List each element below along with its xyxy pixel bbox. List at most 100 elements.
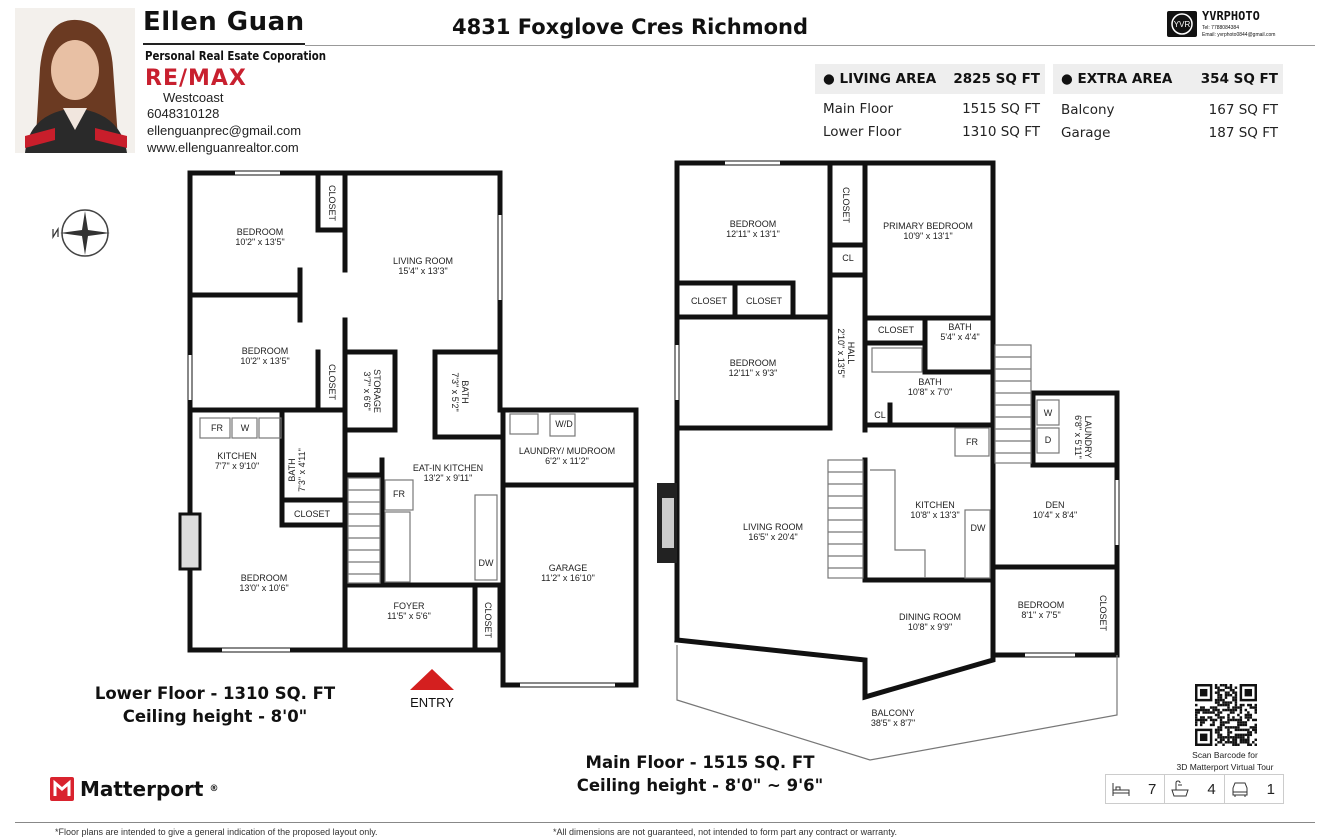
tour-caption-1: Scan Barcode for [1192,750,1258,760]
room-name: W [240,423,250,433]
room-label-cl: CL [874,410,886,420]
room-label-closet: CLOSET [327,185,337,221]
room-dimensions: 2'10" x 13'5" [836,328,846,378]
room-name: BEDROOM [241,346,289,356]
room-label-dw: DW [479,558,494,568]
room-dimensions: 10'4" x 8'4" [1032,510,1078,520]
room-name: CLOSET [293,509,331,519]
room-label-dw: DW [971,523,986,533]
brokerage-logo: RE/MAX [145,66,247,91]
room-name: CL [874,410,886,420]
room-dimensions: 13'2" x 9'11" [423,473,473,483]
room-dimensions: 7'3" x 5'2" [450,372,460,412]
room-name: BALCONY [871,708,915,718]
property-stats: 7 4 1 [1105,774,1284,804]
room-name: FR [966,437,978,447]
room-dimensions: 12'11" x 13'1" [726,229,780,239]
lower-floor-caption: Lower Floor - 1310 SQ. FT [94,684,336,703]
bullet-icon: ● [1061,71,1078,87]
room-dimensions: 8'1" x 7'5" [1021,610,1061,620]
room-name: DW [970,523,986,533]
agent-phone: 6048310128 [147,106,220,121]
room-name: CLOSET [841,186,851,224]
room-dimensions: 12'11" x 9'3" [728,368,778,378]
room-dimensions: 10'9" x 13'1" [903,231,953,241]
living-area-label: LIVING AREA [839,71,937,87]
matterport-logo: Matterport® [50,777,218,801]
room-name: LAUNDRY/ MUDROOM [518,446,616,456]
agent-title: Personal Real Esate Coporation [145,49,327,63]
room-name: D [1044,435,1052,445]
room-dimensions: 15'4" x 13'3" [398,266,448,276]
room-dimensions: 10'2" x 13'5" [235,237,285,247]
room-dimensions: 16'5" x 20'4" [748,532,798,542]
room-label-w: W [241,423,250,433]
qr-code[interactable] [1195,684,1257,746]
room-label-w-d: W/D [555,419,573,429]
photographer-email: Email: yvrphoto0844@gmail.com [1202,32,1276,38]
room-name: BATH [287,458,297,482]
photographer-tel: Tel: 7788084384 [1202,25,1239,31]
room-dimensions: 5'4" x 4'4" [940,332,980,342]
room-name: CLOSET [690,296,728,306]
room-name: BEDROOM [729,358,777,368]
photographer-logo: YVR YVRPHOTO Tel: 7788084384 Email: yvrp… [1166,9,1316,39]
room-name: FR [211,423,223,433]
balcony-outline [676,645,1118,761]
entry-arrow-icon [410,669,454,690]
room-name: LIVING ROOM [392,256,454,266]
room-name: KITCHEN [217,451,257,461]
room-name: CLOSET [327,184,337,222]
room-name: W/D [555,419,573,429]
room-name: BEDROOM [1017,600,1065,610]
room-label-closet: CLOSET [1098,595,1108,631]
bed-icon [1112,783,1130,796]
room-dimensions: 3'7" x 6'6" [362,371,372,411]
room-name: BATH [918,377,942,387]
room-name: LAUNDRY [1083,415,1093,459]
room-label-d: D [1045,435,1052,445]
room-dimensions: 11'5" x 5'6" [387,611,431,621]
room-name: LIVING ROOM [742,522,804,532]
room-name: EAT-IN KITCHEN [412,463,484,473]
room-name: CLOSET [483,601,493,639]
room-name: W [1043,408,1053,418]
extra-area-label: EXTRA AREA [1077,71,1173,87]
room-dimensions: 7'3" x 4'11" [297,448,307,492]
agent-website[interactable]: www.ellenguanrealtor.com [147,140,299,155]
bedrooms-stat: 7 [1106,775,1166,803]
room-dimensions: 10'8" x 9'9" [907,622,953,632]
room-name: CL [842,253,854,263]
photographer-name: YVRPHOTO [1202,9,1260,23]
room-name: CLOSET [327,363,337,401]
room-dimensions: 11'2" x 16'10" [541,573,595,583]
room-name: CLOSET [745,296,783,306]
room-dimensions: 10'2" x 13'5" [240,356,290,366]
room-dimensions: 13'0" x 10'6" [239,583,289,593]
agent-email[interactable]: ellenguanprec@gmail.com [147,123,302,138]
bathrooms-stat: 4 [1165,775,1225,803]
room-dimensions: 6'8" x 5'11" [1073,415,1083,459]
room-name: FOYER [393,601,425,611]
